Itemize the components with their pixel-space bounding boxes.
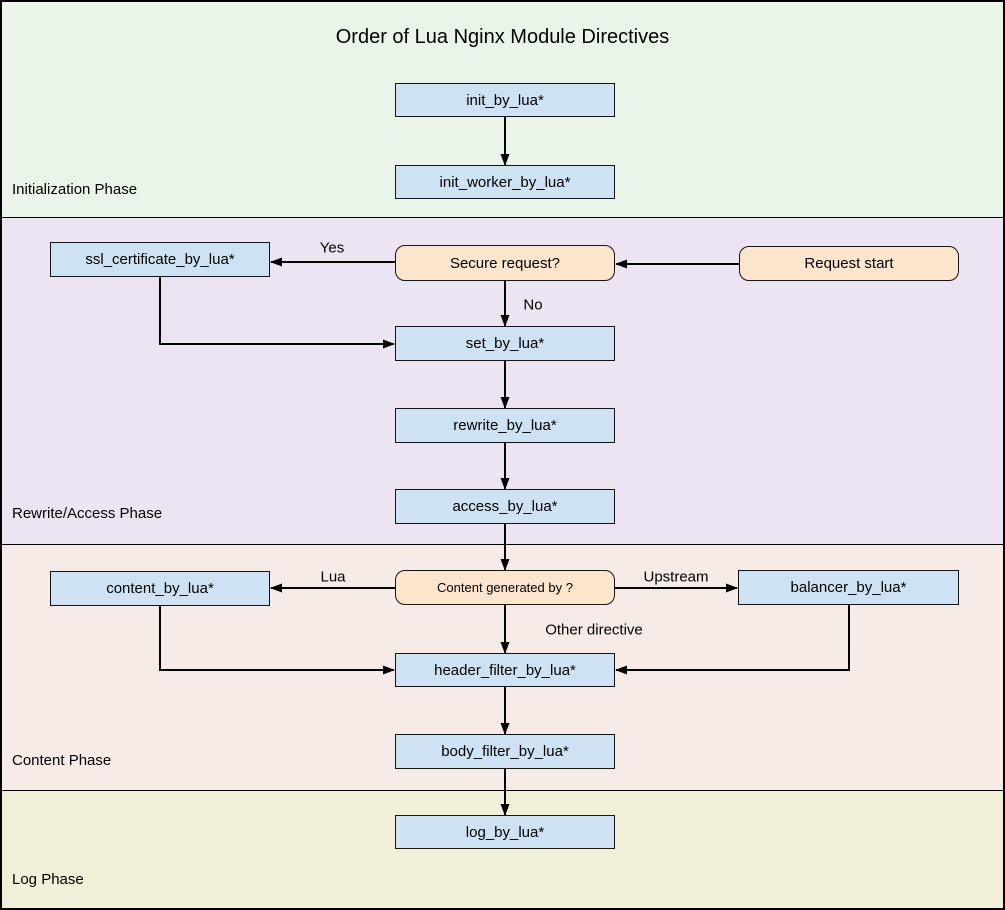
node-content_generated_by: Content generated by ?: [395, 570, 615, 605]
phase-label-rewrite-access: Rewrite/Access Phase: [12, 505, 163, 522]
diagram-title: Order of Lua Nginx Module Directives: [335, 26, 670, 48]
node-ssl_certificate_by_lua: ssl_certificate_by_lua*: [50, 242, 270, 277]
edge-label-other-directive: Other directive: [545, 621, 643, 639]
phase-label-initialization: Initialization Phase: [12, 181, 138, 198]
edge-label-upstream: Upstream: [643, 568, 709, 586]
node-content_by_lua: content_by_lua*: [50, 571, 270, 606]
node-balancer_by_lua: balancer_by_lua*: [738, 570, 959, 605]
node-init_worker_by_lua: init_worker_by_lua*: [395, 165, 615, 199]
edge-label-no: No: [523, 296, 543, 314]
node-header_filter_by_lua: header_filter_by_lua*: [395, 653, 615, 687]
node-request_start: Request start: [739, 246, 959, 281]
phase-label-log: Log Phase: [12, 871, 84, 888]
node-access_by_lua: access_by_lua*: [395, 489, 615, 524]
node-set_by_lua: set_by_lua*: [395, 326, 615, 361]
node-rewrite_by_lua: rewrite_by_lua*: [395, 408, 615, 443]
node-log_by_lua: log_by_lua*: [395, 815, 615, 849]
node-body_filter_by_lua: body_filter_by_lua*: [395, 734, 615, 769]
phase-label-content: Content Phase: [12, 752, 112, 769]
node-init_by_lua: init_by_lua*: [395, 83, 615, 117]
edge-label-lua: Lua: [320, 568, 346, 586]
edge-label-yes: Yes: [319, 239, 345, 257]
phase-band-log: [2, 791, 1003, 908]
node-secure_request: Secure request?: [395, 245, 615, 281]
